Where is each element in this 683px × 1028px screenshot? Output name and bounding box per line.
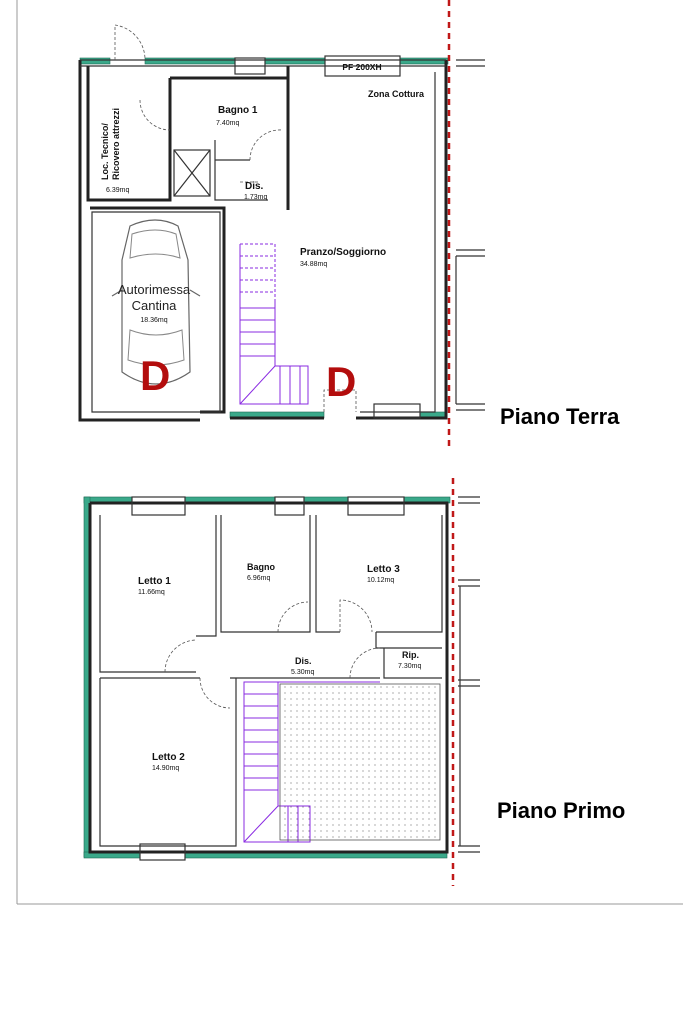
neighbour-wall bbox=[458, 496, 480, 853]
window-label: PF 200XH bbox=[342, 62, 381, 72]
svg-text:5.30mq: 5.30mq bbox=[291, 669, 314, 676]
marker-d-living: D bbox=[326, 358, 356, 405]
window-frame bbox=[274, 496, 305, 516]
technical-shaft-cross bbox=[173, 149, 211, 197]
interior-wall bbox=[230, 632, 442, 679]
insulation-strip bbox=[79, 57, 111, 65]
first-floor-plan: Letto 1 11.66mq Bagno 6.96mq Letto 3 10.… bbox=[83, 478, 625, 886]
svg-text:Cantina: Cantina bbox=[132, 298, 178, 313]
staircase bbox=[239, 243, 309, 405]
room-bedroom-1: Letto 1 11.66mq bbox=[138, 576, 171, 596]
room-bathroom-1: Bagno 1 7.40mq bbox=[216, 105, 258, 127]
outer-wall-top bbox=[80, 59, 446, 67]
room-bedroom-2: Letto 2 14.90mq bbox=[152, 752, 185, 772]
door-swing bbox=[323, 389, 357, 412]
svg-text:Zona Cottura: Zona Cottura bbox=[368, 89, 425, 99]
interior-wall bbox=[99, 677, 237, 847]
svg-text:7.40mq: 7.40mq bbox=[216, 120, 239, 127]
room-cooking-area: Zona Cottura bbox=[368, 89, 425, 99]
svg-text:10.12mq: 10.12mq bbox=[367, 577, 394, 584]
insulation-strip bbox=[144, 57, 236, 65]
svg-text:Letto 3: Letto 3 bbox=[367, 564, 400, 575]
svg-text:18.36mq: 18.36mq bbox=[140, 317, 167, 324]
svg-text:1.73mq: 1.73mq bbox=[244, 194, 267, 201]
interior-wall bbox=[360, 72, 436, 413]
door-swing bbox=[139, 99, 171, 131]
svg-text:Dis.: Dis. bbox=[245, 181, 264, 192]
technical-shaft bbox=[173, 149, 211, 197]
room-hallway: Dis. 1.73mq bbox=[244, 181, 267, 201]
room-hallway-first: Dis. 5.30mq bbox=[291, 656, 314, 676]
double-height-void bbox=[279, 683, 441, 841]
door-swing bbox=[277, 601, 309, 633]
svg-text:Pranzo/Soggiorno: Pranzo/Soggiorno bbox=[300, 247, 386, 258]
room-living-dining: Pranzo/Soggiorno 34.88mq bbox=[300, 247, 386, 268]
svg-text:7.30mq: 7.30mq bbox=[398, 663, 421, 670]
door-swing bbox=[164, 639, 197, 673]
floor-title-ground: Piano Terra bbox=[500, 404, 620, 429]
svg-text:6.96mq: 6.96mq bbox=[247, 575, 270, 582]
room-bedroom-3: Letto 3 10.12mq bbox=[367, 564, 400, 584]
neighbour-wall bbox=[455, 59, 485, 411]
interior-wall bbox=[99, 515, 443, 673]
door-swing bbox=[249, 129, 283, 161]
svg-text:Rip.: Rip. bbox=[402, 650, 419, 660]
window-frame bbox=[131, 496, 186, 516]
door-swing bbox=[199, 677, 231, 709]
svg-text:Ricovero attrezzi: Ricovero attrezzi bbox=[111, 108, 121, 180]
room-technical: Loc. Tecnico/ Ricovero attrezzi 6.39mq bbox=[100, 108, 129, 194]
window-frame bbox=[139, 843, 186, 861]
insulation-strip bbox=[399, 57, 449, 65]
interior-wall bbox=[86, 66, 172, 202]
room-storage: Rip. 7.30mq bbox=[398, 650, 421, 670]
window-frame bbox=[373, 403, 421, 419]
window-frame bbox=[324, 55, 401, 77]
door-swing bbox=[114, 24, 146, 61]
svg-text:34.88mq: 34.88mq bbox=[300, 261, 327, 268]
room-bathroom: Bagno 6.96mq bbox=[247, 562, 276, 582]
interior-wall bbox=[91, 211, 221, 413]
svg-text:Loc. Tecnico/: Loc. Tecnico/ bbox=[100, 123, 110, 180]
window-frame bbox=[234, 57, 266, 75]
outer-wall bbox=[88, 501, 449, 854]
ground-floor-plan: PF 200XH Loc. Tecnico/ Ricovero attrezzi… bbox=[78, 0, 620, 448]
svg-text:Bagno 1: Bagno 1 bbox=[218, 105, 258, 116]
insulation-strip bbox=[264, 57, 326, 65]
door-swing bbox=[349, 647, 381, 679]
floor-title-first: Piano Primo bbox=[497, 798, 625, 823]
svg-text:Letto 2: Letto 2 bbox=[152, 752, 185, 763]
svg-text:14.90mq: 14.90mq bbox=[152, 765, 179, 772]
car-icon bbox=[111, 219, 201, 385]
interior-wall bbox=[214, 140, 250, 201]
marker-d-garage: D bbox=[140, 352, 170, 399]
svg-text:6.39mq: 6.39mq bbox=[106, 187, 129, 194]
svg-text:Dis.: Dis. bbox=[295, 656, 312, 666]
room-garage: Autorimessa Cantina 18.36mq bbox=[118, 282, 191, 324]
outer-wall bbox=[78, 60, 448, 422]
door-swing bbox=[339, 599, 373, 633]
svg-text:Bagno: Bagno bbox=[247, 562, 276, 572]
window-frame bbox=[347, 496, 405, 516]
svg-text:Letto 1: Letto 1 bbox=[138, 576, 171, 587]
svg-text:11.66mq: 11.66mq bbox=[138, 589, 165, 596]
svg-text:Autorimessa: Autorimessa bbox=[118, 282, 191, 297]
